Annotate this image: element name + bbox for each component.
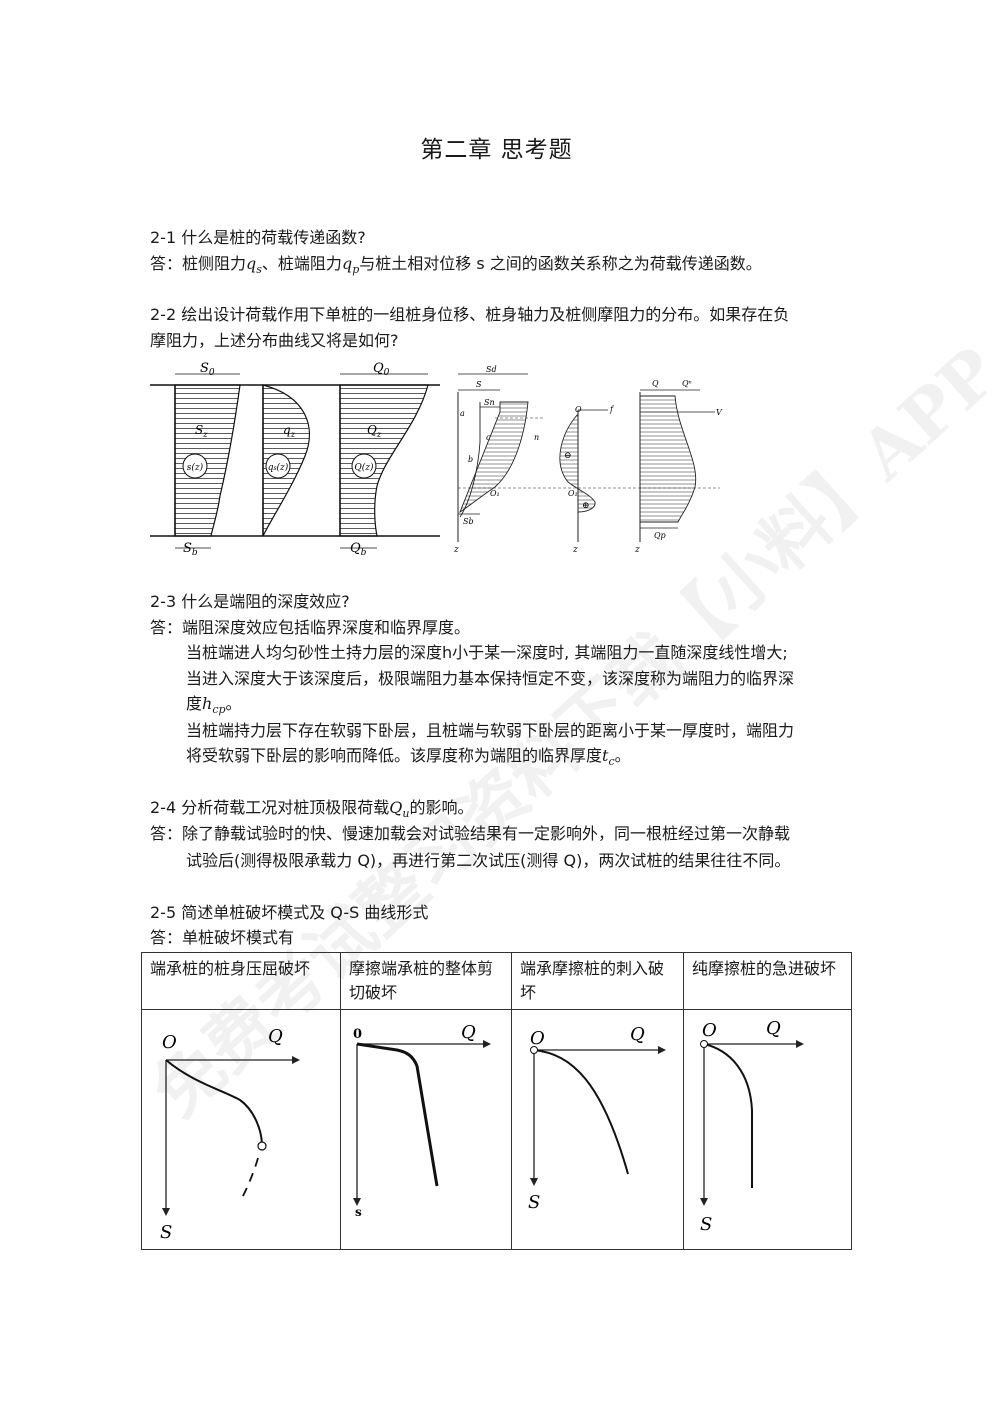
qz2-label: Qz <box>367 423 382 439</box>
qs-curve-plunging: O Q S <box>700 1018 804 1235</box>
q0-label: Q0 <box>373 361 390 378</box>
origin-label: O <box>162 1032 177 1053</box>
answer-2-3-para2-line2: 将受软弱下卧层的影响而降低。该厚度称为端阻的临界厚度tc。 <box>186 746 631 769</box>
answer-2-3-para1-line2: 当进入深度大于该深度后，极限端阻力基本保持恒定不变，该深度称为端阻力的临界深 <box>186 669 795 688</box>
o1-label: O₁ <box>490 489 500 498</box>
qz-label: qz <box>283 423 296 439</box>
table-header-cell: 端承摩擦桩的刺入破坏 <box>511 952 684 1010</box>
qz-circle-label: Q(z) <box>354 462 374 473</box>
qs-curve-cell-2: 0 Q s <box>340 1009 512 1250</box>
q-axis-label: Q <box>630 1024 645 1045</box>
sz-label: Sz <box>195 423 208 439</box>
tc-symbol: tc <box>602 746 615 769</box>
qu-symbol: Qu <box>389 798 410 821</box>
o-label: O <box>575 405 582 414</box>
qn-label: Qⁿ <box>682 379 692 388</box>
origin-label: O <box>530 1028 545 1049</box>
failure-mode-table: 端承桩的桩身压屈破坏 摩擦端承桩的整体剪切破坏 端承摩擦桩的刺入破坏 纯摩擦桩的… <box>141 952 852 1250</box>
question-2-1: 2-1 什么是桩的荷载传递函数? <box>150 228 366 247</box>
answer-2-4-line1: 答：除了静载试验时的快、慢速加载会对试验结果有一定影响外，同一根桩经过第一次静载 <box>150 824 791 843</box>
c-label: c <box>486 433 491 442</box>
qs-curve-shear: 0 Q s <box>353 1022 491 1219</box>
qs-curve-cell-3: O Q S <box>511 1009 684 1250</box>
answer-2-3-para1-line1: 当桩端进人均匀砂性土持力层的深度h小于某一深度时, 其端阻力一直随深度线性增大; <box>186 643 788 662</box>
sd-label: Sd <box>486 365 497 374</box>
z-axis-label-3: z <box>634 545 640 555</box>
z-axis-label-1: z <box>453 545 459 555</box>
answer-2-5: 答：单桩破坏模式有 <box>150 928 295 947</box>
n-label: n <box>534 433 539 442</box>
answer-2-3-para1-line3: 度hcp。 <box>186 694 242 717</box>
q-axis-label: Q <box>461 1022 476 1043</box>
hcp-symbol: hcp <box>202 694 226 717</box>
q-label: Q <box>652 379 659 388</box>
answer-2-3-line1: 答：端阻深度效应包括临界深度和临界厚度。 <box>150 618 471 637</box>
question-2-3: 2-3 什么是端阻的深度效应? <box>150 592 350 611</box>
v-label: V <box>716 408 723 417</box>
answer-2-4-line2: 试验后(测得极限承载力 Q)，再进行第二次试压(测得 Q)，两次试桩的结果往往不… <box>186 851 791 870</box>
chapter-title: 第二章 思考题 <box>420 137 573 163</box>
pile-distribution-figure-left: S0 Sz s(z) Sb qz qs(z) Q0 Qz Q(z) Qb <box>150 361 440 556</box>
question-2-2-line2: 摩阻力，上述分布曲线又将是如何? <box>150 331 399 350</box>
qp-label: Qp <box>654 531 666 540</box>
origin-label: 0 <box>353 1027 362 1042</box>
s-axis-label: S <box>160 1222 172 1242</box>
s0-label: S0 <box>200 361 215 378</box>
table-header-cell: 纯摩擦桩的急进破坏 <box>683 952 852 1010</box>
qb-label: Qb <box>350 541 367 556</box>
sb-label: Sb <box>183 541 198 556</box>
qs-circle-label: qs(z) <box>268 462 289 473</box>
question-2-4: 2-4 分析荷载工况对桩顶极限荷载Qu的影响。 <box>150 798 474 821</box>
sn-label: Sn <box>484 398 495 407</box>
o1b-label: O₁ <box>568 489 578 498</box>
answer-2-3-para2-line1: 当桩端持力层下存在软弱下卧层，且桩端与软弱下卧层的距离小于某一厚度时，端阻力 <box>186 721 795 740</box>
positive-friction-sign: ⊕ <box>582 501 590 511</box>
qs-curve-cell-4: O Q S <box>683 1009 852 1250</box>
qs-curve-punching: O Q S <box>528 1024 666 1213</box>
answer-2-1: 答：桩侧阻力qs、桩端阻力qp与桩土相对位移 s 之间的函数关系称之为荷载传递函… <box>150 254 762 277</box>
qs-curve-cell-1: O Q S <box>141 1009 341 1250</box>
qs-symbol: qs <box>246 254 262 277</box>
q-axis-label: Q <box>268 1026 283 1047</box>
table-figure-row: O Q S 0 Q s <box>141 1009 852 1250</box>
s-axis-label: S <box>528 1192 540 1213</box>
b-label: b <box>468 455 473 464</box>
table-header-row: 端承桩的桩身压屈破坏 摩擦端承桩的整体剪切破坏 端承摩擦桩的刺入破坏 纯摩擦桩的… <box>141 952 852 1010</box>
sb-right-label: Sb <box>463 517 474 526</box>
table-header-cell: 端承桩的桩身压屈破坏 <box>141 952 341 1010</box>
table-header-cell: 摩擦端承桩的整体剪切破坏 <box>340 952 512 1010</box>
s-axis-label: s <box>355 1205 362 1219</box>
a-label: a <box>460 409 465 418</box>
negative-friction-sign: ⊖ <box>564 451 572 461</box>
q-axis-label: Q <box>766 1018 781 1039</box>
f-label: f <box>609 405 615 414</box>
s-axis-label: S <box>700 1214 712 1235</box>
negative-friction-figure-right: z Sd S Sn c b a n O₁ Sb f O z ⊖ ⊕ O₁ z Q… <box>453 365 723 555</box>
qs-curve-buckling: O Q S <box>160 1026 300 1243</box>
origin-label: O <box>702 1020 717 1041</box>
question-2-5: 2-5 简述单桩破坏模式及 Q-S 曲线形式 <box>150 903 429 922</box>
sz-circle-label: s(z) <box>187 462 204 473</box>
question-2-2-line1: 2-2 绘出设计荷载作用下单桩的一组桩身位移、桩身轴力及桩侧摩阻力的分布。如果存… <box>150 305 790 324</box>
z-axis-label-2: z <box>572 545 578 555</box>
s-label: S <box>476 380 482 389</box>
qp-symbol: qp <box>341 254 360 277</box>
